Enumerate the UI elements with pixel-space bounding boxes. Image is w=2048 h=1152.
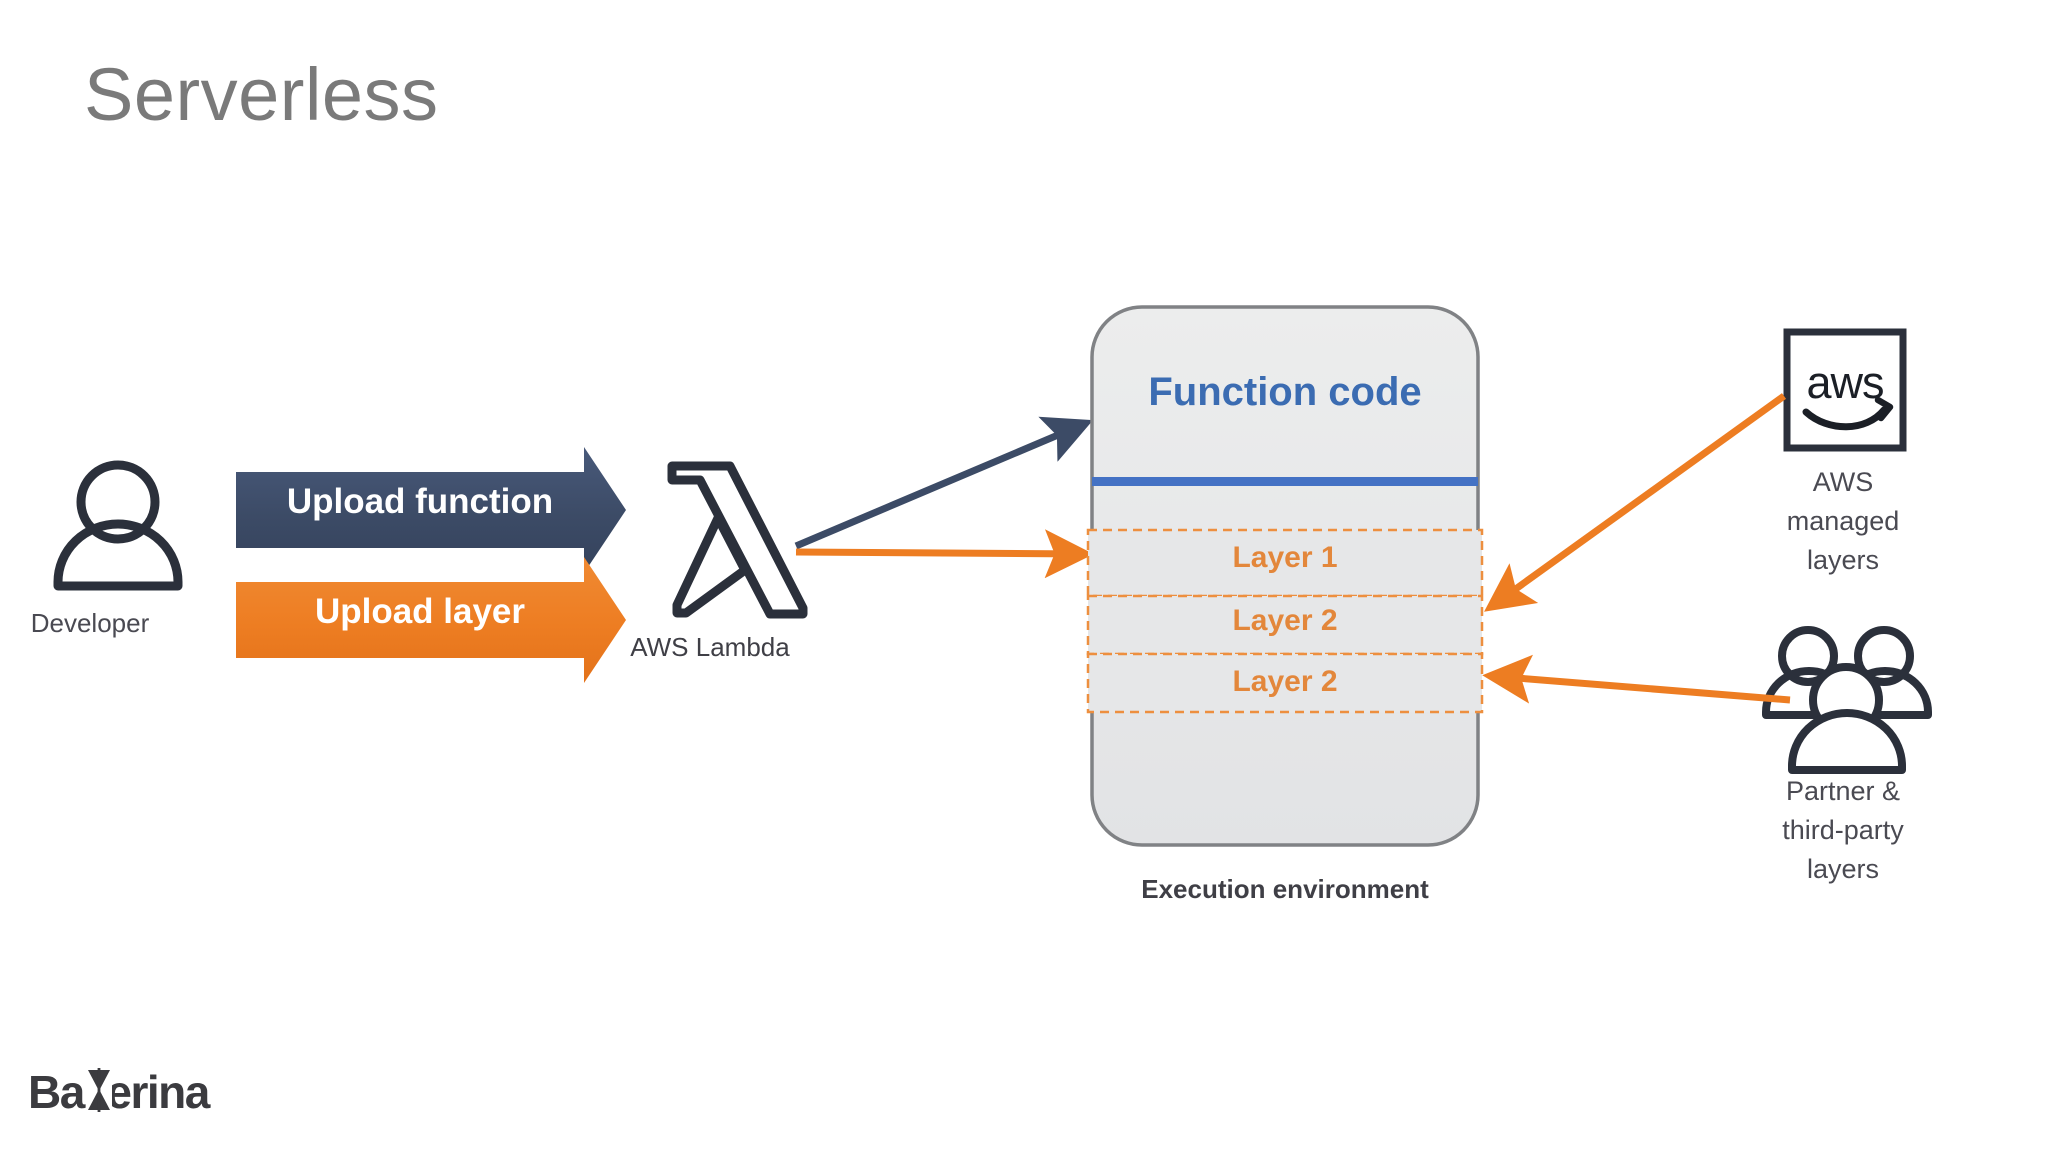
lambda-to-layer-1-connector: [795, 529, 1094, 579]
layer-3-band: [1086, 652, 1484, 714]
upload-function-arrow: [236, 447, 626, 573]
layer-bands: [1086, 528, 1484, 714]
upload-layer-arrow-label: Upload layer: [314, 592, 526, 631]
layer-1-band: [1086, 528, 1484, 598]
caption-line: Partner &: [1785, 776, 1901, 806]
caption-line: AWS: [1812, 467, 1874, 497]
aws-logo-icon: aws: [1783, 328, 1907, 452]
aws-to-layer-2-connector: [1484, 393, 1787, 612]
function-code-label: Function code: [1148, 370, 1422, 414]
person-icon: [53, 460, 183, 591]
execution-environment-label: Execution environment: [1141, 874, 1429, 904]
layer-2-band: [1086, 594, 1484, 656]
page-title: Serverless: [84, 53, 439, 136]
svg-text:aws: aws: [1806, 357, 1883, 408]
aws-lambda-icon: [667, 461, 808, 619]
aws-lambda-label: AWS Lambda: [630, 632, 790, 662]
layer-2-label: Layer 2: [1232, 604, 1338, 637]
lambda-to-function-code-connector: [794, 416, 1094, 550]
upload-function-arrow-label: Upload function: [286, 482, 554, 521]
layer-1-label: Layer 1: [1232, 541, 1338, 574]
layer-3-label: Layer 2: [1232, 665, 1338, 698]
caption-line: layers: [1806, 854, 1880, 884]
partner-to-layer-3-connector: [1482, 654, 1791, 704]
function-code-divider: [1092, 477, 1478, 486]
ballerina-wordmark-text: Ballerina: [28, 1068, 211, 1118]
caption-line: managed: [1786, 506, 1900, 536]
developer-label: Developer: [30, 608, 150, 638]
partner-third-party-layers-caption: Partner & third-party layers: [1713, 772, 1973, 889]
caption-line: layers: [1806, 545, 1880, 575]
ballerina-logo: Ballerina: [28, 1068, 212, 1118]
people-group-icon: [1762, 626, 1932, 774]
upload-layer-arrow: [236, 557, 626, 683]
ballerina-butterfly-icon: [86, 1068, 112, 1112]
aws-managed-layers-caption: AWS managed layers: [1713, 463, 1973, 580]
caption-line: third-party: [1782, 815, 1904, 845]
